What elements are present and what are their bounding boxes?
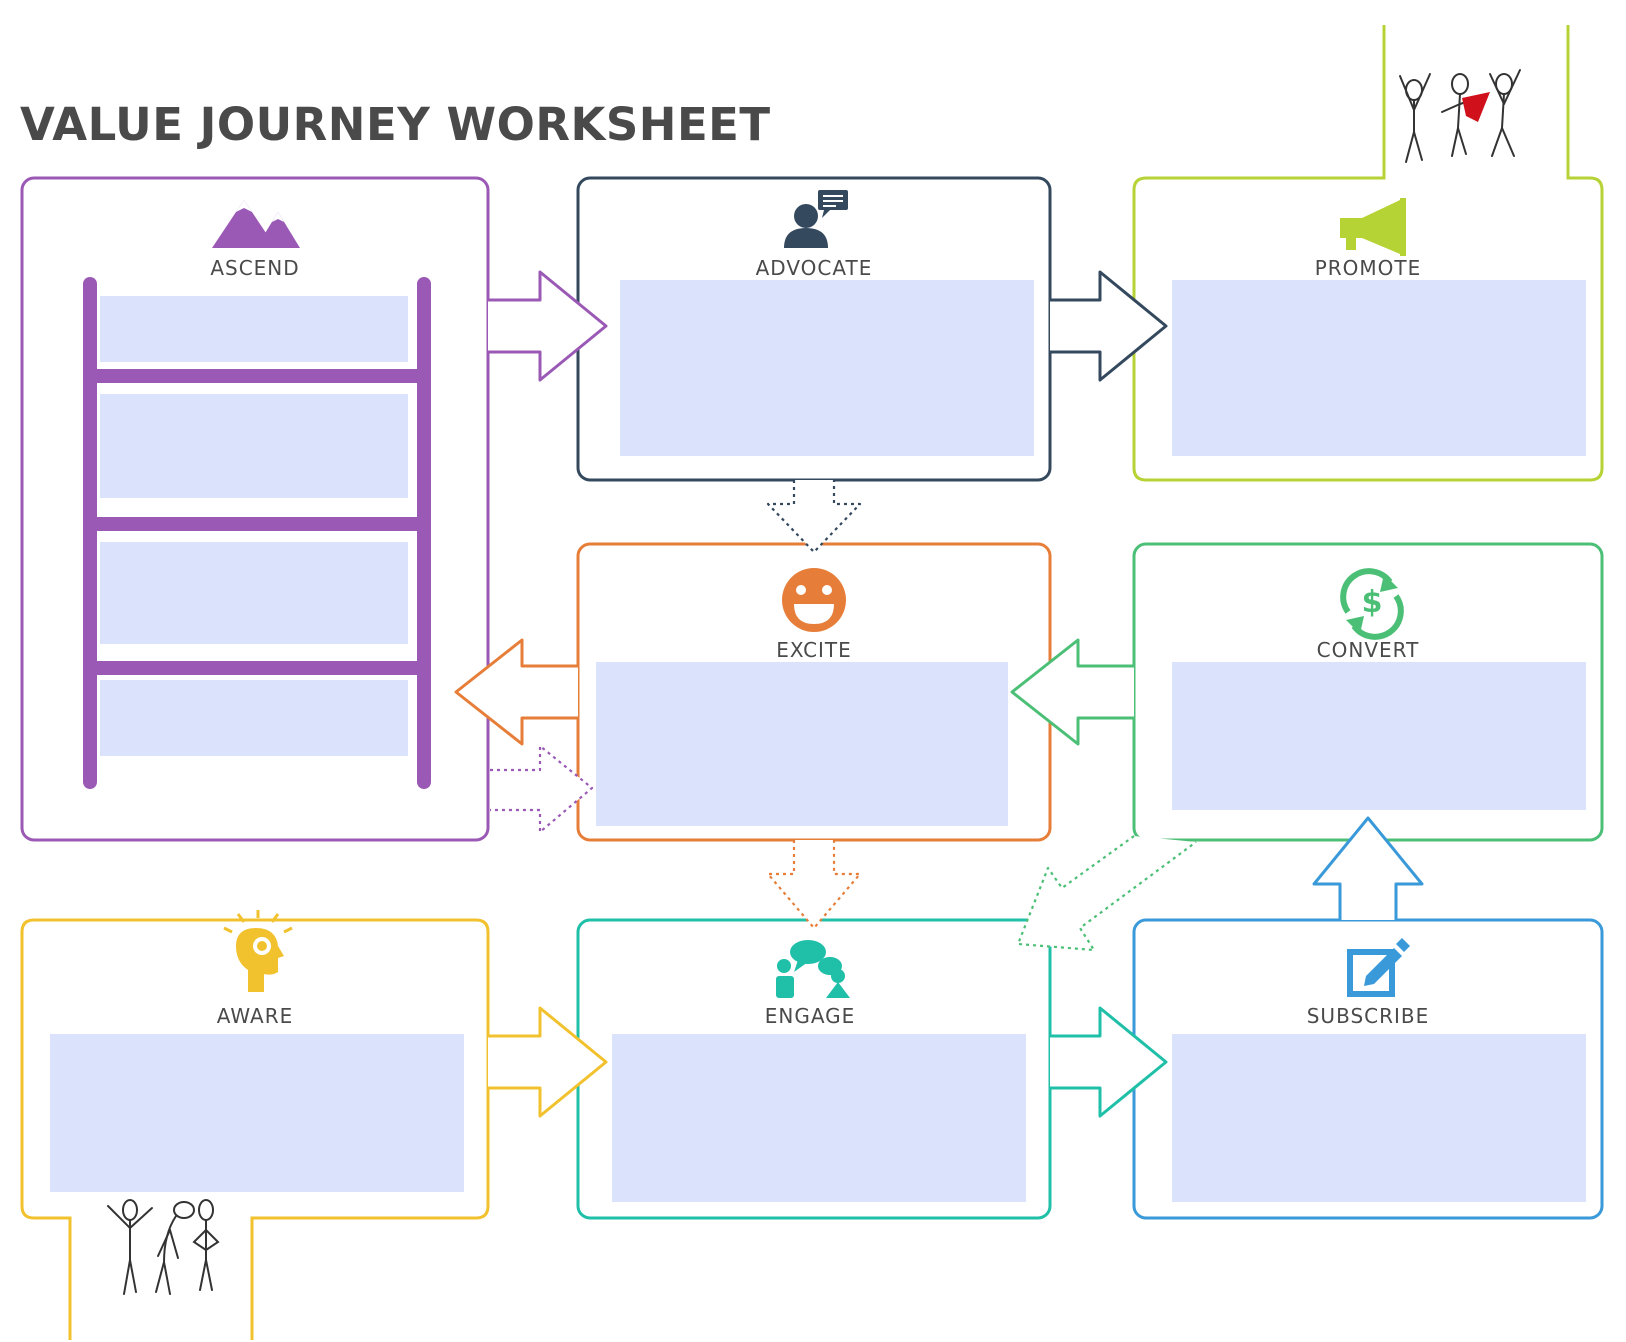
smiley-face-icon xyxy=(782,568,846,632)
arrow-engage-to-subscribe xyxy=(1050,1006,1168,1118)
excite-field[interactable] xyxy=(596,662,1008,826)
convert-label: CONVERT xyxy=(1316,638,1420,662)
lightbulb-head-icon xyxy=(223,910,293,992)
advocate-field[interactable] xyxy=(620,280,1034,456)
promote-field[interactable] xyxy=(1172,280,1586,456)
dotted-arrow-ascend-to-excite xyxy=(490,744,594,834)
arrow-subscribe-to-convert xyxy=(1312,816,1424,920)
red-cape xyxy=(1462,92,1490,122)
arrow-convert-to-excite xyxy=(1010,638,1134,746)
aware-box xyxy=(20,918,490,1340)
excite-label: EXCITE xyxy=(776,638,852,662)
megaphone-icon xyxy=(1340,198,1406,256)
dotted-arrow-excite-to-engage xyxy=(766,840,862,930)
ascend-label: ASCEND xyxy=(210,256,300,280)
svg-text:$: $ xyxy=(1362,585,1383,620)
page-title: VALUE JOURNEY WORKSHEET xyxy=(20,98,771,151)
ascend-field-4[interactable] xyxy=(100,680,408,756)
promote-box xyxy=(1132,25,1604,482)
ascend-field-2[interactable] xyxy=(100,394,408,498)
ascend-field-1[interactable] xyxy=(100,296,408,362)
mountains-icon xyxy=(212,200,300,248)
dotted-arrow-convert-to-engage xyxy=(1016,835,1197,952)
engage-field[interactable] xyxy=(612,1034,1026,1202)
edit-pencil-icon xyxy=(1347,938,1410,997)
ascend-box xyxy=(20,176,490,842)
ladder xyxy=(83,277,431,789)
advocate-label: ADVOCATE xyxy=(755,256,873,280)
people-chat-icon xyxy=(776,940,850,998)
person-speech-icon xyxy=(784,190,848,248)
promote-label: PROMOTE xyxy=(1314,256,1422,280)
arrow-advocate-to-promote xyxy=(1050,270,1168,382)
arrow-excite-to-ascend xyxy=(454,638,578,746)
dotted-arrow-advocate-to-excite xyxy=(766,480,862,554)
ascend-field-3[interactable] xyxy=(100,542,408,644)
arrow-aware-to-engage xyxy=(488,1006,608,1118)
subscribe-field[interactable] xyxy=(1172,1034,1586,1202)
aware-label: AWARE xyxy=(216,1004,294,1028)
dollar-cycle-icon: $ xyxy=(1340,568,1404,640)
convert-field[interactable] xyxy=(1172,662,1586,810)
aware-field[interactable] xyxy=(50,1034,464,1192)
celebrating-stick-figures-icon xyxy=(1399,69,1521,163)
engage-label: ENGAGE xyxy=(764,1004,856,1028)
confused-stick-figures-icon xyxy=(107,1199,220,1295)
arrow-ascend-to-advocate xyxy=(488,270,608,382)
subscribe-label: SUBSCRIBE xyxy=(1306,1004,1430,1028)
